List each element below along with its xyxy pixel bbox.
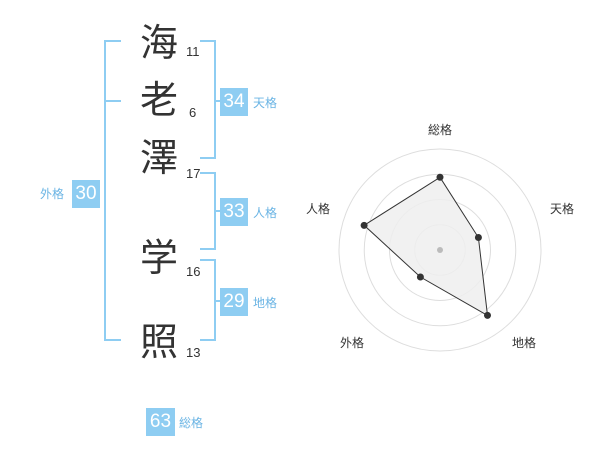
axis-label-gaikaku: 外格 [340, 335, 364, 350]
axis-label-chikaku: 地格 [512, 335, 536, 350]
name-char: 老 [139, 78, 178, 122]
tenkaku-value: 34 [220, 88, 248, 116]
tenkaku-label: 天格 [253, 96, 278, 110]
radar-center-dot [437, 247, 443, 253]
radar-point [474, 234, 482, 242]
gaikaku-label: 外格 [40, 187, 65, 201]
tenkaku-bracket [200, 40, 216, 159]
axis-label-jinkaku: 人格 [306, 201, 330, 216]
soukaku-label: 総格 [179, 416, 204, 430]
name-char: 海 [139, 21, 178, 65]
stroke-count: 6 [189, 105, 197, 120]
name-char: 澤 [139, 136, 178, 180]
gaikaku-value: 30 [72, 180, 100, 208]
radar-points [360, 173, 491, 319]
stroke-count: 11 [186, 44, 200, 59]
axis-label-tenkaku: 天格 [550, 201, 574, 216]
soukaku-value: 63 [146, 408, 175, 436]
radar-point [483, 311, 491, 319]
tenkaku-connector [214, 100, 222, 102]
jinkaku-label: 人格 [253, 206, 278, 220]
gaikaku-tick [104, 100, 121, 102]
stroke-count: 17 [186, 166, 201, 181]
chikaku-value: 29 [220, 288, 248, 316]
stroke-count: 16 [186, 264, 201, 279]
jinkaku-connector [214, 210, 222, 212]
name-char: 学 [139, 236, 178, 280]
radar-ring [338, 148, 542, 352]
chikaku-label: 地格 [253, 296, 278, 310]
radar-point [360, 221, 368, 229]
stroke-count: 13 [186, 345, 201, 360]
name-char: 照 [139, 320, 178, 364]
radar-polygon [363, 176, 489, 317]
axis-label-soukaku: 総格 [428, 122, 452, 137]
radar-chart: 総格 天格 地格 外格 人格 [306, 122, 574, 352]
chikaku-connector [214, 300, 222, 302]
radar-point [416, 273, 424, 281]
gaikaku-bracket [104, 40, 121, 341]
radar-point [436, 173, 444, 181]
jinkaku-value: 33 [220, 198, 248, 226]
